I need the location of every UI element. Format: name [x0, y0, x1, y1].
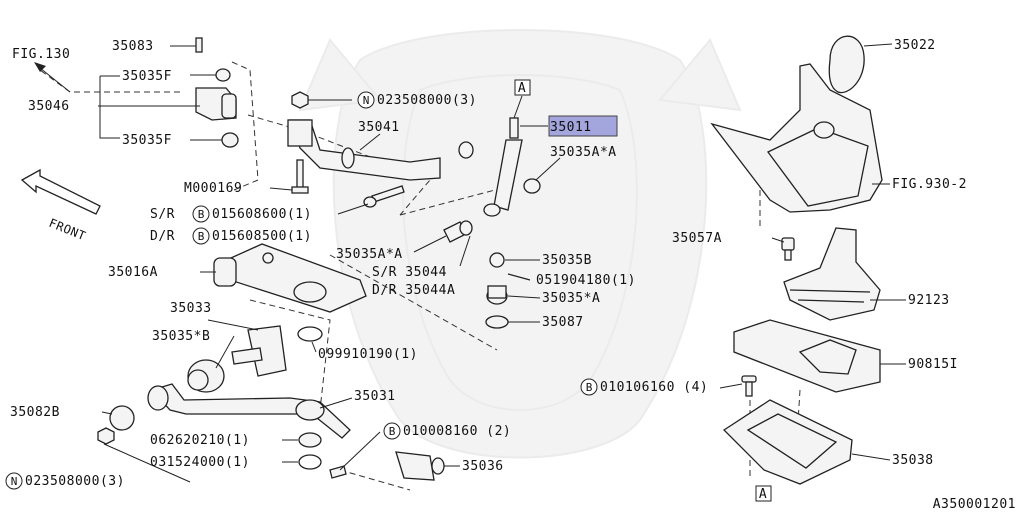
ring-letter-b-sr: B: [198, 208, 205, 221]
ring-letter-b-right: B: [586, 381, 593, 394]
callout-35016A[interactable]: 35016A: [108, 265, 158, 280]
callout-010106160[interactable]: 010106160 (4): [600, 380, 708, 395]
callout-35035A-star-A-right[interactable]: 35035A*A: [550, 145, 617, 160]
ring-letter-n-top: N: [363, 94, 370, 107]
callout-051904180[interactable]: 051904180(1): [536, 273, 636, 288]
callout-35057A[interactable]: 35057A: [672, 231, 722, 246]
part-35035-star-B-bushing[interactable]: [187, 359, 225, 393]
part-92123-boot[interactable]: [783, 227, 881, 321]
front-arrow: [20, 168, 101, 215]
front-label: FRONT: [47, 216, 88, 243]
fig-130-arrow: [34, 62, 71, 93]
ref-box-A-top: [514, 79, 531, 96]
ring-letter-b-mid: B: [389, 425, 396, 438]
part-010106160-screw[interactable]: [741, 375, 757, 397]
part-35011-lever[interactable]: [483, 117, 523, 217]
callout-M000169[interactable]: M000169: [184, 181, 242, 196]
part-031524000-clip[interactable]: [298, 454, 322, 470]
part-35035F-bottom-bushing[interactable]: [221, 132, 239, 148]
callout-031524000[interactable]: 031524000(1): [150, 455, 250, 470]
ring-letter-b-dr: B: [198, 230, 205, 243]
callout-010008160[interactable]: 010008160 (2): [403, 424, 511, 439]
part-023508000-nut-top[interactable]: [291, 91, 309, 109]
callout-023508000-top[interactable]: 023508000(3): [377, 93, 477, 108]
callout-015608500[interactable]: 015608500(1): [212, 229, 312, 244]
circled-symbol-letters: N B B B N B: [11, 94, 593, 488]
callout-35083[interactable]: 35083: [112, 39, 154, 54]
diagram-id: A350001201: [933, 497, 1016, 512]
part-35033-lever[interactable]: [231, 325, 287, 377]
part-35046-bracket[interactable]: [195, 87, 237, 121]
part-010008160-bolt[interactable]: [329, 465, 347, 479]
callout-92123[interactable]: 92123: [908, 293, 950, 308]
ring-letter-n-bottom: N: [11, 475, 18, 488]
part-062620210-washer[interactable]: [298, 432, 322, 448]
callout-35035F-top[interactable]: 35035F: [122, 69, 172, 84]
callout-sr-35044[interactable]: S/R 35044: [372, 265, 447, 280]
callout-fig-930-2[interactable]: FIG.930-2: [892, 177, 967, 192]
part-35035B-ball[interactable]: [489, 252, 505, 268]
callout-35046[interactable]: 35046: [28, 99, 70, 114]
watermark-emblem: [298, 29, 742, 459]
part-35035A-star-A-right-bushing[interactable]: [523, 178, 541, 194]
callout-35082B[interactable]: 35082B: [10, 405, 60, 420]
part-35022-knob[interactable]: [828, 35, 865, 94]
highlight-35011: [548, 115, 618, 137]
callout-35022[interactable]: 35022: [894, 38, 936, 53]
callout-35035B[interactable]: 35035B: [542, 253, 592, 268]
ref-A-bottom-label: A: [759, 487, 767, 502]
callout-015608600[interactable]: 015608600(1): [212, 207, 312, 222]
part-35082B-washer[interactable]: [109, 405, 135, 431]
part-099910190-gasket[interactable]: [297, 326, 323, 342]
callout-labels: FIG.130 FRONT 35083 35035F 35046 35035F …: [10, 38, 1016, 512]
fig-130-label[interactable]: FIG.130: [12, 47, 70, 62]
callout-35031[interactable]: 35031: [354, 389, 396, 404]
part-35041-rod[interactable]: [287, 119, 441, 181]
callout-sr-prefix: S/R: [150, 207, 175, 222]
callout-dr-prefix: D/R: [150, 229, 175, 244]
callout-35038[interactable]: 35038: [892, 453, 934, 468]
part-35035A-star-A-left-bushing[interactable]: [443, 220, 473, 243]
part-35031-shift-rod[interactable]: [147, 383, 351, 439]
callout-35011[interactable]: 35011: [550, 120, 592, 135]
callout-023508000-bottom[interactable]: 023508000(3): [25, 474, 125, 489]
callout-dr-35044A[interactable]: D/R 35044A: [372, 283, 455, 298]
callout-35035A-star-A-left[interactable]: 35035A*A: [336, 247, 403, 262]
circled-symbols: [5, 91, 598, 490]
callout-35041[interactable]: 35041: [358, 120, 400, 135]
callout-35033[interactable]: 35033: [170, 301, 212, 316]
part-35036-bracket[interactable]: [395, 451, 445, 481]
callout-35087[interactable]: 35087: [542, 315, 584, 330]
callout-90815I[interactable]: 90815I: [908, 357, 958, 372]
callout-35035-star-A[interactable]: 35035*A: [542, 291, 600, 306]
callout-35035-star-B[interactable]: 35035*B: [152, 329, 210, 344]
part-35038-base[interactable]: [722, 399, 853, 485]
part-35083-pin[interactable]: [195, 37, 203, 53]
part-015608600-bolt[interactable]: [363, 185, 405, 208]
part-35035-star-A-bushing[interactable]: [486, 285, 508, 305]
part-collar[interactable]: [458, 141, 474, 159]
part-M000169-bolt[interactable]: [291, 159, 309, 194]
part-90815I-plate[interactable]: [733, 319, 881, 393]
callout-35036[interactable]: 35036: [462, 459, 504, 474]
ref-A-top-label: A: [518, 81, 526, 96]
ref-box-A-bottom: [755, 485, 772, 502]
part-35057A-clip[interactable]: [781, 237, 795, 261]
part-023508000-nut-bottom[interactable]: [97, 427, 115, 445]
part-35035F-top-bushing[interactable]: [215, 68, 231, 82]
callout-35035F-bottom[interactable]: 35035F: [122, 133, 172, 148]
part-051904180-pin[interactable]: [507, 273, 531, 281]
callout-062620210[interactable]: 062620210(1): [150, 433, 250, 448]
leader-lines: [98, 43, 906, 483]
part-console-trim[interactable]: [710, 63, 883, 213]
callout-099910190[interactable]: 099910190(1): [318, 347, 418, 362]
